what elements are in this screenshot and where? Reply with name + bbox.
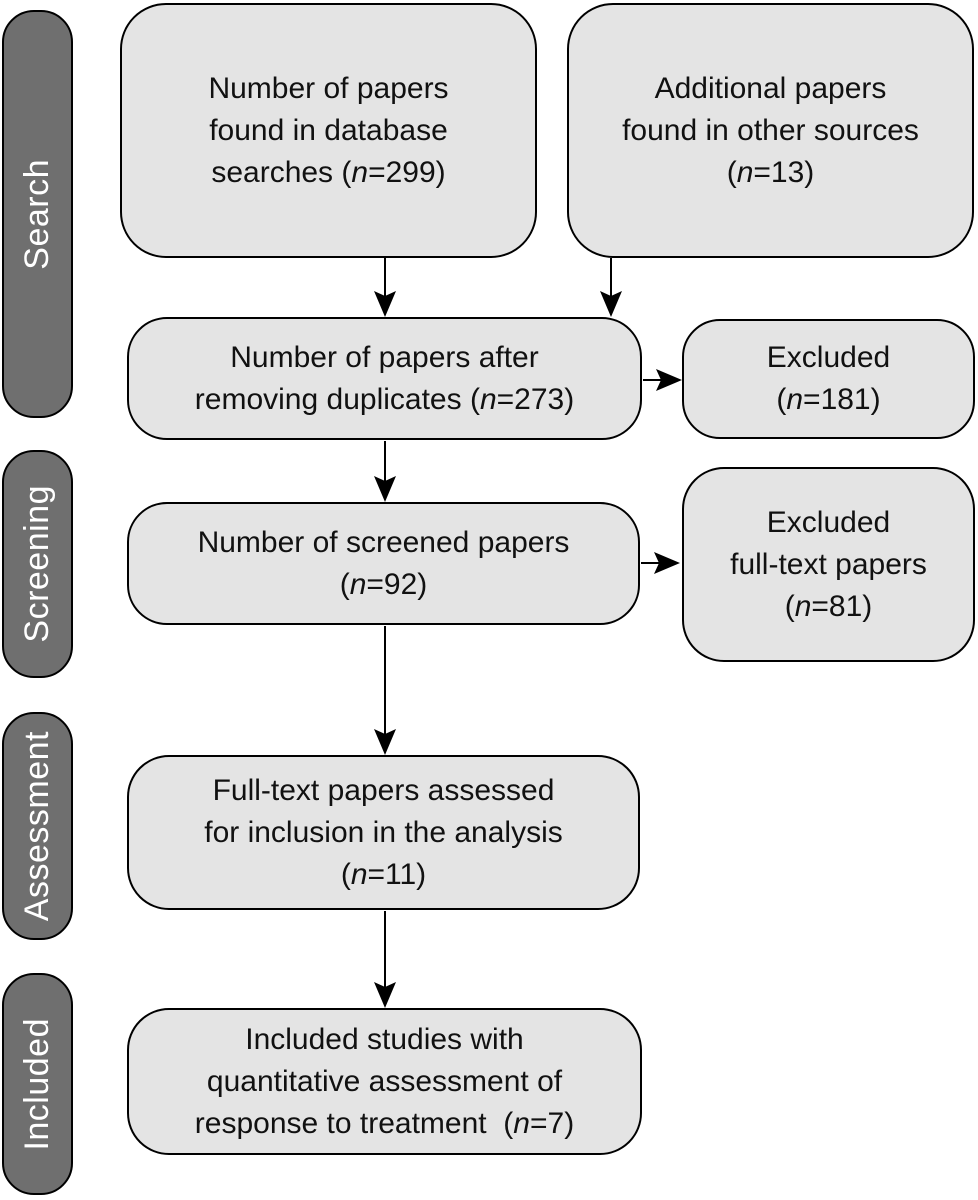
arrowhead-database-to-dedup	[374, 291, 396, 317]
stage-label-assessment: Assessment	[18, 730, 56, 922]
box-excluded-label: Excluded (n=181)	[766, 341, 891, 416]
box-screened-papers-label: Number of screened papers (n=92)	[197, 525, 570, 601]
box-excluded: Excluded (n=181)	[682, 319, 975, 439]
arrowhead-other-to-dedup	[600, 291, 622, 317]
arrowhead-screened-to-fulltext	[374, 729, 396, 755]
arrowhead-dedup-to-screened	[374, 476, 396, 502]
box-database-search-label: Number of papers found in database searc…	[208, 71, 449, 189]
box-fulltext-assessed: Full-text papers assessed for inclusion …	[127, 755, 640, 910]
arrowhead-dedup-to-excluded	[656, 369, 682, 391]
stage-pill-screening: Screening	[2, 450, 73, 678]
stage-pill-included: Included	[2, 973, 73, 1195]
arrowhead-screened-to-excluded	[654, 552, 680, 574]
box-database-search: Number of papers found in database searc…	[120, 3, 537, 258]
box-other-sources: Additional papers found in other sources…	[567, 3, 974, 258]
stage-label-search: Search	[18, 158, 56, 270]
box-included-studies: Included studies with quantitative asses…	[127, 1008, 642, 1155]
arrowhead-fulltext-to-included	[374, 982, 396, 1008]
box-other-sources-label: Additional papers found in other sources…	[622, 71, 919, 189]
stage-pill-search: Search	[2, 10, 73, 418]
stage-label-included: Included	[18, 1017, 56, 1151]
box-excluded-fulltext-label: Excluded full-text papers (n=81)	[730, 505, 927, 623]
stage-label-screening: Screening	[18, 485, 56, 643]
box-after-duplicates-removed: Number of papers after removing duplicat…	[127, 317, 642, 440]
box-after-duplicates-removed-label: Number of papers after removing duplicat…	[194, 340, 575, 416]
box-screened-papers: Number of screened papers (n=92)	[127, 502, 640, 625]
box-fulltext-assessed-label: Full-text papers assessed for inclusion …	[204, 773, 563, 891]
box-excluded-fulltext: Excluded full-text papers (n=81)	[682, 467, 975, 662]
stage-pill-assessment: Assessment	[2, 712, 73, 940]
box-included-studies-label: Included studies with quantitative asses…	[194, 1022, 575, 1140]
